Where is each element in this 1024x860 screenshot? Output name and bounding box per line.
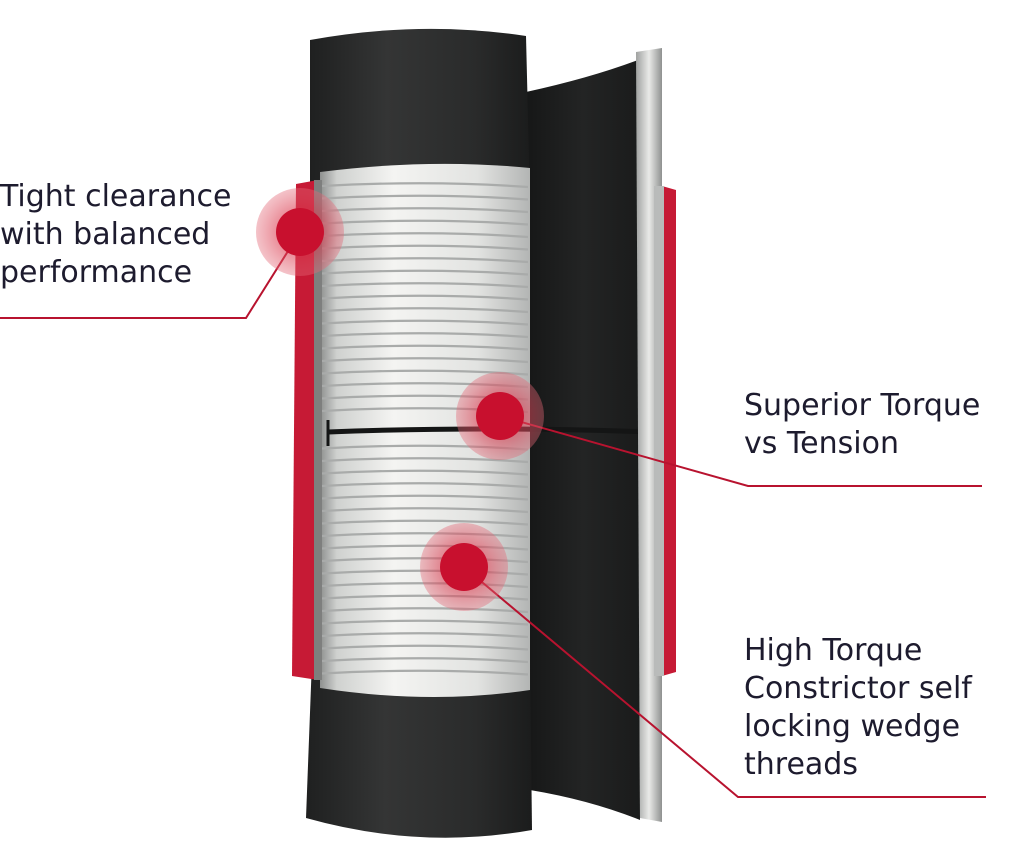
- pipe-wall-section: [636, 48, 676, 822]
- thread-ridge: [321, 619, 529, 626]
- callout-label-line: Tight clearance: [0, 179, 232, 214]
- thread-ridge: [321, 257, 529, 264]
- thread-ridge: [321, 632, 529, 639]
- leader-line-wedge-threads: [463, 566, 986, 798]
- pipe-body: [306, 28, 532, 838]
- thread-ridge: [321, 494, 529, 501]
- thread-ridge: [321, 332, 529, 339]
- thread-ridge: [321, 532, 529, 539]
- thread-ridge: [321, 269, 529, 276]
- coupling-seal-left: [292, 180, 322, 680]
- callout-marker-clearance[interactable]: [256, 188, 344, 276]
- thread-ridge: [321, 307, 529, 314]
- thread-ridge: [321, 607, 529, 614]
- callout-label-line: High Torque: [744, 633, 923, 668]
- callout-label-line: threads: [744, 747, 858, 782]
- callout-label-line: locking wedge: [744, 709, 961, 744]
- callout-label-line: with balanced: [0, 217, 211, 252]
- callout-marker-wedge-threads[interactable]: [420, 523, 508, 611]
- thread-ridge: [321, 232, 529, 239]
- thread-ridge: [321, 294, 529, 301]
- thread-ridge: [321, 344, 529, 351]
- callout-label-line: performance: [0, 255, 193, 290]
- leader-line-torque-tension: [499, 415, 982, 487]
- thread-ridge: [321, 519, 529, 526]
- callout-label-line: Superior Torque: [744, 388, 981, 423]
- thread-ridge: [321, 319, 529, 326]
- thread-ridge: [321, 182, 529, 189]
- thread-ridge: [321, 644, 529, 651]
- thread-ridge: [321, 507, 529, 514]
- thread-ridge: [321, 657, 529, 664]
- thread-ridge: [321, 194, 529, 201]
- thread-ridge: [321, 357, 529, 364]
- callout-label-line: vs Tension: [744, 426, 899, 461]
- callout-label-torque-tension: Superior Torque vs Tension: [744, 387, 980, 463]
- thread-ridge: [321, 594, 529, 601]
- thread-ridge: [321, 457, 529, 464]
- callout-marker-torque-tension[interactable]: [456, 372, 544, 460]
- thread-ridge: [321, 469, 529, 476]
- thread-ridge: [321, 482, 529, 489]
- thread-ridge: [321, 669, 529, 676]
- callout-label-line: Constrictor self: [744, 671, 972, 706]
- thread-ridge: [321, 282, 529, 289]
- thread-ridge: [321, 219, 529, 226]
- thread-ridge: [321, 207, 529, 214]
- callout-label-clearance: Tight clearance with balanced performanc…: [0, 178, 231, 292]
- thread-ridge: [321, 244, 529, 251]
- callout-label-wedge-threads: High Torque Constrictor self locking wed…: [744, 632, 972, 784]
